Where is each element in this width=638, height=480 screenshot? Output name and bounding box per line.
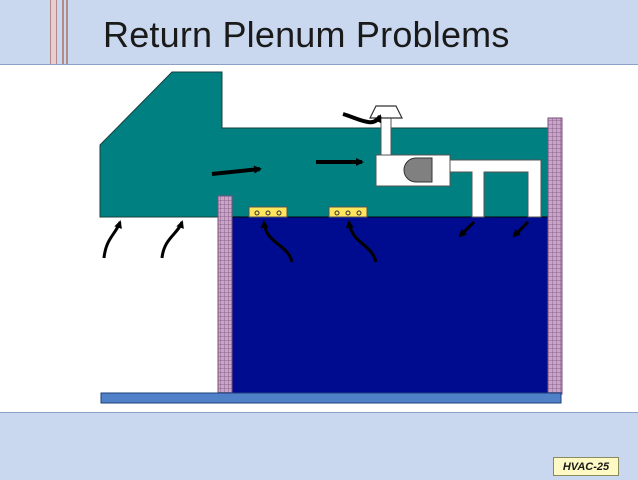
airflow-arrow-icon [512, 220, 530, 238]
light-fixture-icon [248, 206, 288, 218]
airflow-arrow-icon [345, 220, 378, 263]
right-wall [547, 117, 563, 395]
header-band [0, 0, 638, 65]
slide-number-badge: HVAC-25 [553, 457, 619, 476]
footer-band [0, 412, 638, 480]
left-wall [217, 195, 233, 395]
airflow-arrow-icon [260, 220, 294, 263]
airflow-arrow-icon [160, 220, 184, 259]
airflow-arrow-icon [342, 112, 382, 125]
floor-slab [100, 392, 562, 404]
fan-unit-icon [375, 154, 451, 187]
airflow-arrow-icon [211, 165, 262, 176]
airflow-arrow-icon [102, 220, 122, 259]
slide-title: Return Plenum Problems [103, 14, 510, 55]
header-stripe [66, 0, 68, 64]
header-stripe [62, 0, 64, 64]
supply-duct [449, 159, 542, 218]
airflow-arrow-icon [458, 220, 476, 238]
header-stripe [50, 0, 57, 64]
light-fixture-icon [328, 206, 368, 218]
